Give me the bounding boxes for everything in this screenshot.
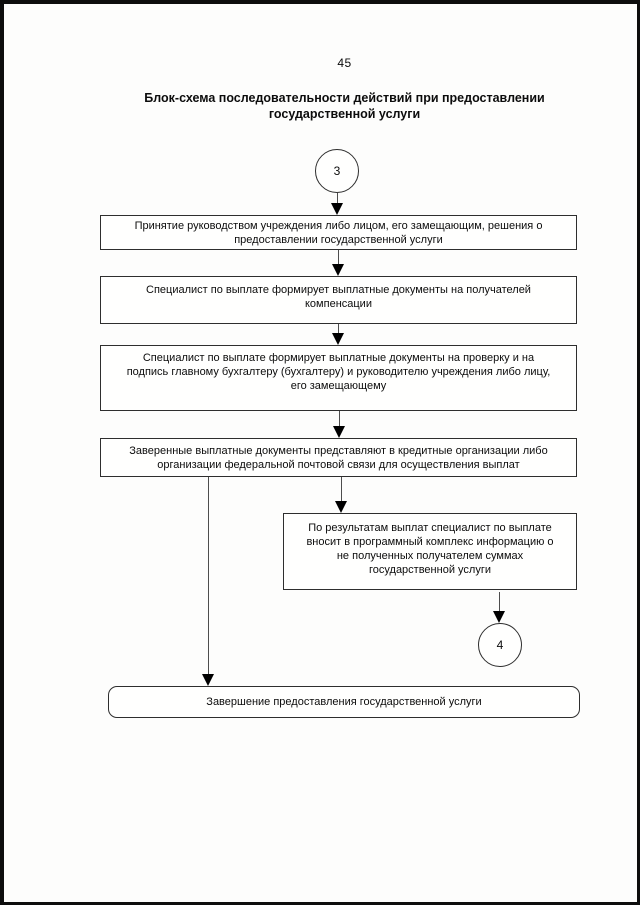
arrowhead-down-icon: [202, 674, 214, 686]
process-box-record-unreceived: По результатам выплат специалист по выпл…: [283, 513, 577, 590]
connector-circle-3-label: 3: [333, 164, 341, 178]
arrowhead-down-icon: [332, 333, 344, 345]
connector-circle-3: 3: [315, 149, 359, 193]
arrowhead-down-icon: [332, 264, 344, 276]
arrowhead-down-icon: [333, 426, 345, 438]
flow-line-1: [337, 193, 338, 203]
process-box-submit-documents: Заверенные выплатные документы представл…: [100, 438, 577, 477]
flow-line-4: [339, 411, 340, 426]
process-box-form-documents: Специалист по выплате формирует выплатны…: [100, 276, 577, 324]
arrowhead-down-icon: [331, 203, 343, 215]
process-box-sign-documents: Специалист по выплате формирует выплатны…: [100, 345, 577, 411]
page-number: 45: [337, 56, 352, 70]
connector-circle-4: 4: [478, 623, 522, 667]
flow-line-3: [338, 324, 339, 333]
flow-line-2: [338, 250, 339, 264]
connector-circle-4-label: 4: [496, 638, 504, 652]
arrowhead-down-icon: [335, 501, 347, 513]
process-box-decision: Принятие руководством учреждения либо ли…: [100, 215, 577, 250]
flow-line-to-completion: [208, 477, 209, 674]
arrowhead-down-icon: [493, 611, 505, 623]
flow-line-6: [499, 592, 500, 611]
page-title: Блок-схема последовательности действий п…: [144, 91, 545, 121]
flow-line-5: [341, 477, 342, 501]
terminator-box-completion: Завершение предоставления государственно…: [108, 686, 580, 718]
